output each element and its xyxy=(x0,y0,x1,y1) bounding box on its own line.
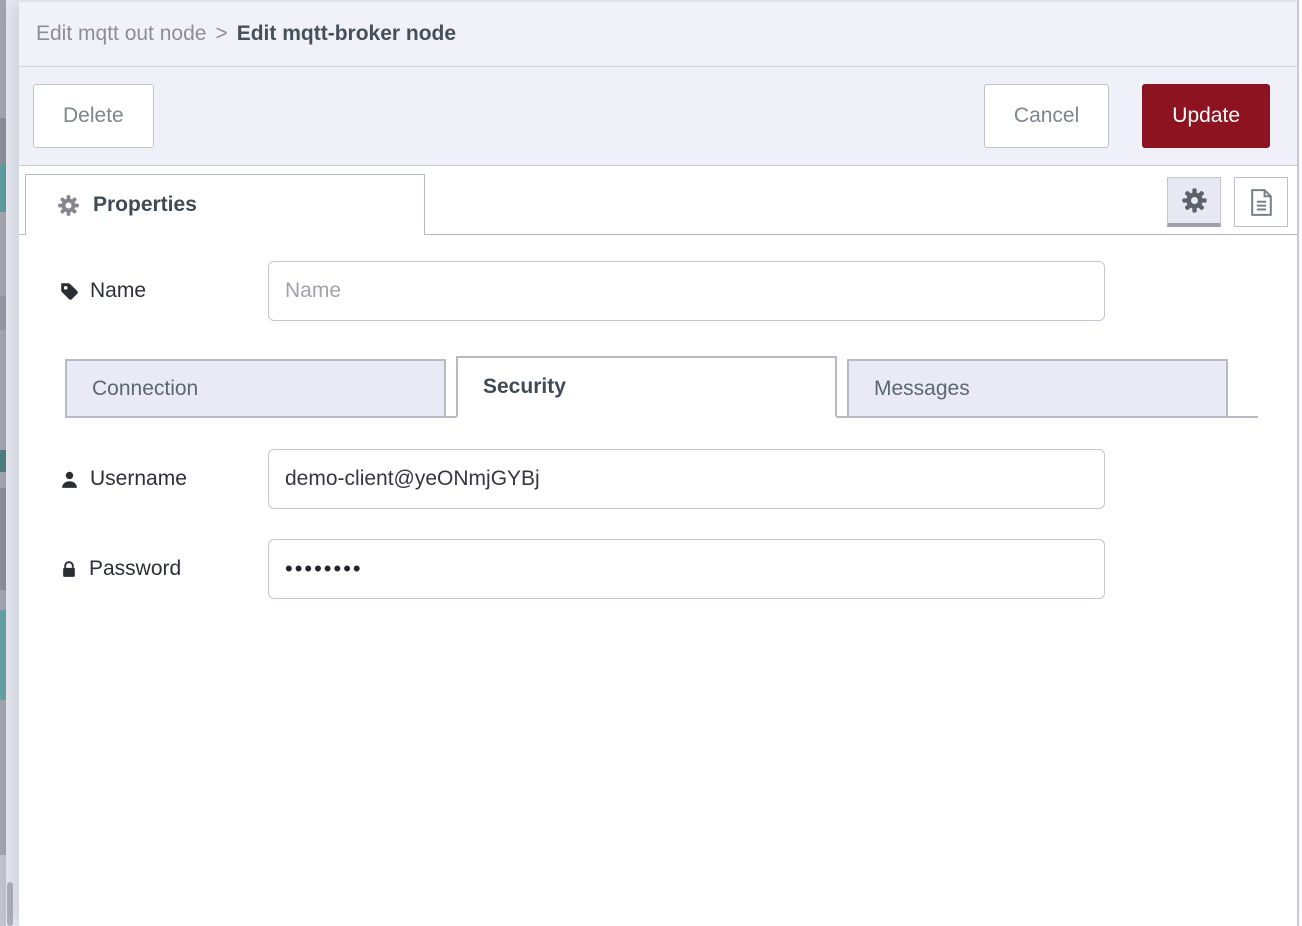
editor-tab-header: Properties xyxy=(19,166,1297,235)
name-label: Name xyxy=(60,279,268,303)
palette-node-fragment xyxy=(0,118,6,164)
tray-toolbar: Delete Cancel Update xyxy=(19,67,1297,166)
palette-node-fragment xyxy=(0,450,6,472)
username-label: Username xyxy=(60,467,268,491)
tab-security[interactable]: Security xyxy=(456,356,837,418)
update-button[interactable]: Update xyxy=(1142,84,1270,148)
editor-icon-buttons xyxy=(1167,177,1288,227)
password-input[interactable] xyxy=(268,539,1105,599)
tag-icon xyxy=(60,282,79,301)
gear-icon xyxy=(57,194,80,217)
palette-edge xyxy=(0,0,6,926)
breadcrumb: Edit mqtt out node > Edit mqtt-broker no… xyxy=(19,0,1297,67)
broker-config-tabs: Connection Security Messages xyxy=(65,356,1258,418)
document-icon xyxy=(1246,187,1277,218)
palette-scrollbar[interactable] xyxy=(7,882,13,926)
tab-properties[interactable]: Properties xyxy=(25,174,425,235)
password-row: Password xyxy=(60,539,1297,599)
tab-messages[interactable]: Messages xyxy=(847,359,1228,416)
palette-node-fragment xyxy=(0,610,6,700)
user-icon xyxy=(60,470,79,489)
cancel-button[interactable]: Cancel xyxy=(983,84,1110,148)
name-input[interactable] xyxy=(268,261,1105,321)
edit-node-tray: Edit mqtt out node > Edit mqtt-broker no… xyxy=(19,0,1299,926)
tab-properties-label: Properties xyxy=(93,193,197,216)
username-input[interactable] xyxy=(268,449,1105,509)
description-button[interactable] xyxy=(1234,177,1288,227)
delete-button[interactable]: Delete xyxy=(33,84,154,148)
name-row: Name xyxy=(60,261,1297,321)
tab-baseline xyxy=(19,234,1297,235)
breadcrumb-current: Edit mqtt-broker node xyxy=(236,22,457,45)
palette-node-fragment xyxy=(0,164,6,212)
node-properties-form: Name Connection Security Messages xyxy=(19,235,1297,599)
node-settings-button[interactable] xyxy=(1167,177,1221,227)
breadcrumb-parent[interactable]: Edit mqtt out node xyxy=(36,22,207,45)
tab-connection-label: Connection xyxy=(92,376,199,400)
gear-icon xyxy=(1181,187,1208,214)
palette-node-fragment xyxy=(0,296,6,330)
tab-messages-label: Messages xyxy=(874,376,970,400)
breadcrumb-separator: > xyxy=(215,22,228,45)
lock-icon xyxy=(60,560,78,579)
username-row: Username xyxy=(60,449,1297,509)
palette-node-fragment xyxy=(0,855,6,926)
password-label-text: Password xyxy=(89,557,182,580)
tab-security-label: Security xyxy=(483,375,566,398)
workspace-backdrop xyxy=(0,0,19,926)
password-label: Password xyxy=(60,557,268,581)
palette-node-fragment xyxy=(0,488,6,590)
tab-connection[interactable]: Connection xyxy=(65,359,446,416)
username-label-text: Username xyxy=(90,467,187,490)
name-label-text: Name xyxy=(90,279,147,302)
